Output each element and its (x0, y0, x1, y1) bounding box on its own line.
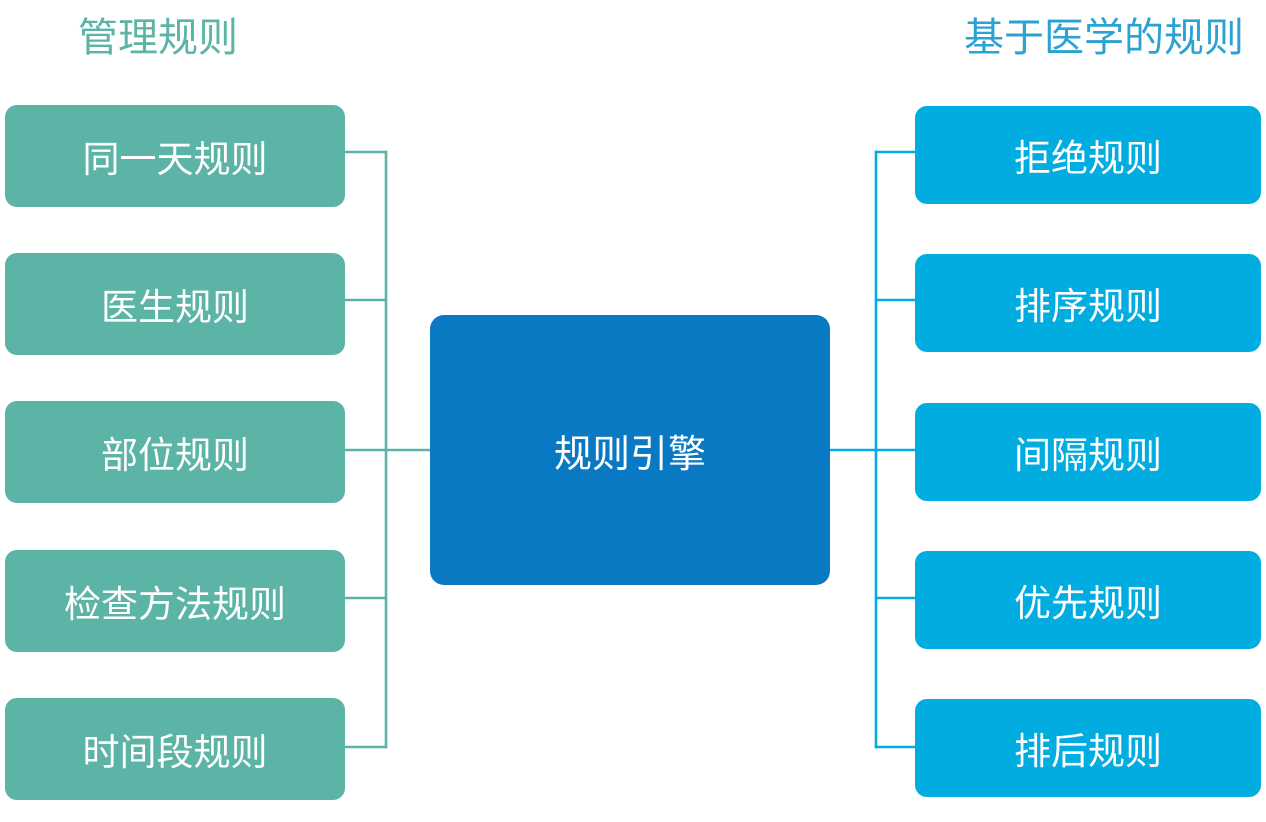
node-label: 排序规则 (1014, 286, 1162, 327)
node-admin-body-part-rule[interactable]: 部位规则 (5, 401, 345, 503)
column-title-admin: 管理规则 (78, 16, 238, 60)
node-admin-exam-method-rule[interactable]: 检查方法规则 (5, 550, 345, 652)
node-label: 医生规则 (101, 287, 249, 328)
node-center-rule-engine[interactable]: 规则引擎 (430, 315, 830, 585)
column-title-medical: 基于医学的规则 (964, 16, 1244, 60)
node-label: 间隔规则 (1014, 435, 1162, 476)
node-admin-doctor-rule[interactable]: 医生规则 (5, 253, 345, 355)
node-label: 部位规则 (101, 435, 249, 476)
node-medical-priority-rule[interactable]: 优先规则 (915, 551, 1261, 649)
node-medical-reject-rule[interactable]: 拒绝规则 (915, 106, 1261, 204)
connectors-admin (343, 150, 432, 749)
node-label: 优先规则 (1014, 583, 1162, 624)
node-label: 检查方法规则 (64, 584, 286, 625)
node-label: 拒绝规则 (1014, 138, 1162, 179)
node-label: 排后规则 (1014, 731, 1162, 772)
node-label: 规则引擎 (553, 433, 706, 476)
node-medical-defer-rule[interactable]: 排后规则 (915, 699, 1261, 797)
node-medical-interval-rule[interactable]: 间隔规则 (915, 403, 1261, 501)
node-label: 同一天规则 (82, 139, 268, 180)
node-label: 时间段规则 (82, 732, 268, 773)
node-medical-sort-rule[interactable]: 排序规则 (915, 254, 1261, 352)
node-admin-same-day-rule[interactable]: 同一天规则 (5, 105, 345, 207)
node-admin-time-slot-rule[interactable]: 时间段规则 (5, 698, 345, 800)
connectors-medical (828, 150, 917, 749)
